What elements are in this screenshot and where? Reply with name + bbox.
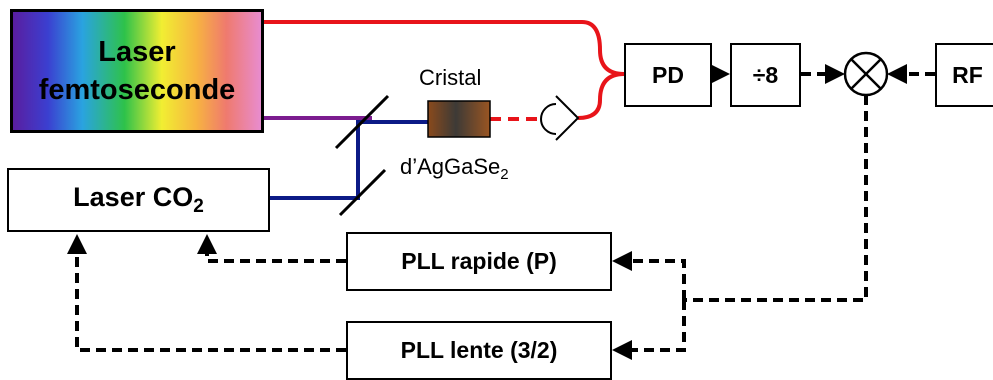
red-beam <box>264 20 625 76</box>
photodiode-box: PD <box>624 43 712 107</box>
navy-beam <box>270 120 428 200</box>
pll-fast-to-laser-line <box>197 234 346 263</box>
red-beam-detector <box>577 72 625 120</box>
pll-fast-feed-line <box>612 251 686 300</box>
co2-laser-box: Laser CO2 <box>7 168 270 232</box>
rf-label: RF <box>952 61 983 88</box>
pll-fast-box: PLL rapide (P) <box>346 232 612 291</box>
pll-slow-box: PLL lente (3/2) <box>346 321 612 380</box>
femtosecond-laser-label-line2: femtoseconde <box>38 74 236 106</box>
rf-box: RF <box>935 43 993 107</box>
divider-label: ÷8 <box>752 61 779 88</box>
mirror-icon <box>338 168 387 217</box>
pll-slow-feed-line <box>612 300 686 360</box>
crystal <box>427 100 491 138</box>
femtosecond-laser-box: Laser femtoseconde <box>10 9 264 133</box>
mixer-icon <box>843 51 889 97</box>
pll-fast-label: PLL rapide (P) <box>401 248 557 274</box>
pll-slow-label: PLL lente (3/2) <box>400 337 558 363</box>
crystal-label-top: Cristal <box>419 65 482 90</box>
co2-laser-label: Laser CO2 <box>73 182 204 217</box>
mirror-icon <box>334 94 390 150</box>
pll-slow-to-laser-line <box>67 234 346 352</box>
mixer-to-pll-line <box>684 95 868 302</box>
photodiode-label: PD <box>652 61 684 88</box>
femtosecond-laser-label-line1: Laser <box>98 36 176 68</box>
divider-box: ÷8 <box>730 43 801 107</box>
crystal-label-bottom: d’AgGaSe2 <box>400 154 509 183</box>
detector-icon <box>555 95 580 141</box>
